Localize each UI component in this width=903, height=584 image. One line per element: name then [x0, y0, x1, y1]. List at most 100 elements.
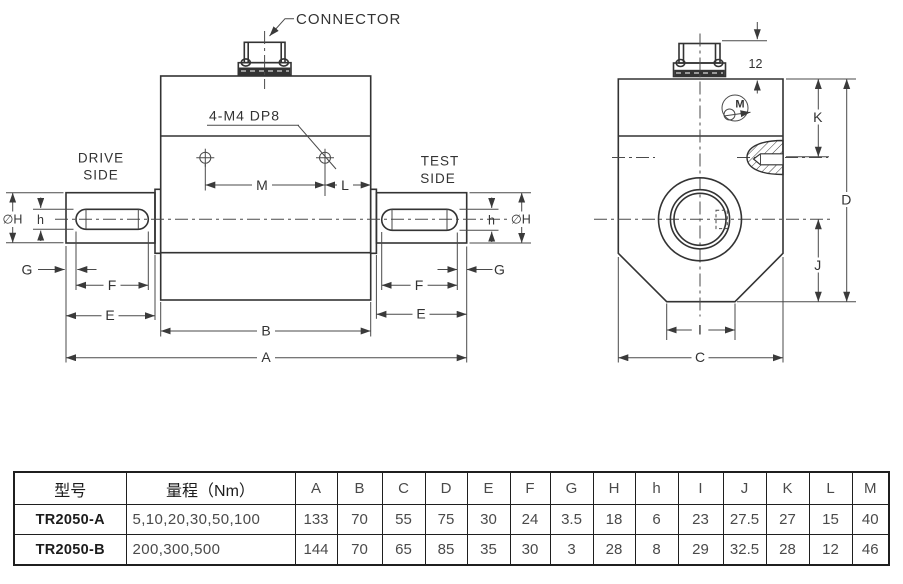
dim-d: D: [737, 79, 856, 303]
dim-i: I: [666, 303, 736, 340]
svg-text:h: h: [488, 213, 495, 227]
dim-l: L: [325, 177, 371, 193]
svg-text:M: M: [735, 99, 744, 111]
bore-keyway-hidden: [715, 209, 728, 230]
dim-a: A: [66, 246, 468, 366]
dim-g-right: G: [437, 232, 505, 290]
right-step: [369, 188, 378, 255]
dim-header-i: I: [677, 471, 724, 505]
dim-header-l: L: [808, 471, 853, 505]
dim-shaft-dia-left: ∅H: [0, 192, 64, 244]
dim-key-height-left: h: [33, 197, 74, 241]
svg-text:F: F: [415, 277, 424, 293]
table-row: TR2050-A 5,10,20,30,50,100 133 70 55 75 …: [13, 504, 890, 535]
value-cell: 27.5: [722, 504, 767, 535]
dim-e-right: E: [375, 255, 467, 322]
dim-header-f: F: [509, 471, 551, 505]
dim-f-right: F: [381, 232, 458, 293]
svg-text:A: A: [261, 349, 271, 365]
svg-text:J: J: [814, 257, 821, 273]
value-cell: 27: [765, 504, 810, 535]
test-shaft: [375, 191, 468, 244]
setscrew-hole: [746, 139, 784, 176]
shaft-bore: [657, 177, 743, 262]
value-cell: 8: [634, 534, 679, 566]
value-cell: 28: [765, 534, 810, 566]
svg-text:F: F: [108, 277, 117, 293]
model-cell: TR2050-A: [13, 504, 127, 535]
value-cell: 29: [677, 534, 724, 566]
end-view: M: [594, 33, 830, 317]
dim-shaft-dia-right: ∅H: [469, 192, 534, 244]
table-row: TR2050-B 200,300,500 144 70 65 85 35 30 …: [13, 534, 890, 566]
dim-header-g: G: [549, 471, 594, 505]
svg-text:∅H: ∅H: [3, 213, 23, 227]
thread-note: 4-M4 DP8: [209, 108, 280, 124]
svg-text:D: D: [841, 191, 851, 207]
value-cell: 3: [549, 534, 594, 566]
range-cell: 5,10,20,30,50,100: [125, 504, 296, 535]
sensor-body-end: [617, 78, 784, 303]
range-header: 量程（Nm）: [125, 471, 296, 505]
mounting-hole: [196, 148, 215, 167]
value-cell: 6: [634, 504, 679, 535]
dim-g-left: G: [22, 231, 97, 363]
svg-text:h: h: [37, 213, 44, 227]
dim-header-b: B: [336, 471, 383, 505]
svg-text:B: B: [261, 323, 270, 339]
svg-text:E: E: [105, 307, 114, 323]
svg-text:12: 12: [749, 57, 763, 71]
svg-text:∅H: ∅H: [511, 213, 531, 227]
svg-text:I: I: [698, 322, 702, 338]
range-cell: 200,300,500: [125, 534, 296, 566]
left-step: [154, 188, 162, 255]
model-header: 型号: [13, 471, 127, 505]
value-cell: 24: [509, 504, 551, 535]
torque-direction-symbol: M: [721, 94, 751, 122]
dim-j: J: [809, 219, 827, 302]
dim-header-c: C: [381, 471, 426, 505]
dim-k: K: [786, 78, 856, 158]
value-cell: 70: [336, 504, 383, 535]
test-side-label-2: SIDE: [420, 171, 456, 186]
drive-side-label-2: SIDE: [83, 168, 119, 183]
test-side-label-1: TEST: [421, 154, 460, 169]
value-cell: 40: [851, 504, 890, 535]
dim-header-h: H: [592, 471, 636, 505]
dim-header-m: M: [851, 471, 890, 505]
drive-side-label-1: DRIVE: [78, 151, 124, 166]
value-cell: 65: [381, 534, 426, 566]
dim-connector-height: 12: [722, 22, 767, 94]
value-cell: 15: [808, 504, 853, 535]
svg-text:L: L: [341, 177, 349, 193]
value-cell: 30: [509, 534, 551, 566]
value-cell: 12: [808, 534, 853, 566]
dim-header-h-small: h: [634, 471, 679, 505]
dim-key-height-right: h: [459, 197, 499, 242]
value-cell: 35: [466, 534, 511, 566]
value-cell: 133: [294, 504, 338, 535]
connector-label: CONNECTOR: [296, 11, 401, 28]
value-cell: 70: [336, 534, 383, 566]
drive-shaft: [65, 191, 156, 244]
value-cell: 28: [592, 534, 636, 566]
side-view-dimensions: M L ∅H h G F E: [0, 163, 534, 366]
dim-header-k: K: [765, 471, 810, 505]
value-cell: 75: [424, 504, 468, 535]
end-view-dimensions: 12 K D J I C: [617, 22, 856, 366]
value-cell: 85: [424, 534, 468, 566]
value-cell: 23: [677, 504, 724, 535]
model-cell: TR2050-B: [13, 534, 127, 566]
spec-table: 型号 量程（Nm） A B C D E F G H h I J K L M TR…: [13, 471, 890, 566]
dim-f-left: F: [76, 231, 149, 293]
svg-text:K: K: [813, 109, 823, 125]
side-view: 4-M4 DP8 CONNECTOR DRIVE SIDE TEST SIDE: [55, 11, 533, 301]
dim-e-left: E: [66, 255, 156, 323]
svg-text:C: C: [695, 349, 705, 365]
dim-header-d: D: [424, 471, 468, 505]
svg-text:M: M: [256, 177, 268, 193]
value-cell: 3.5: [549, 504, 594, 535]
dim-m: M: [204, 163, 326, 196]
svg-text:G: G: [22, 262, 33, 278]
